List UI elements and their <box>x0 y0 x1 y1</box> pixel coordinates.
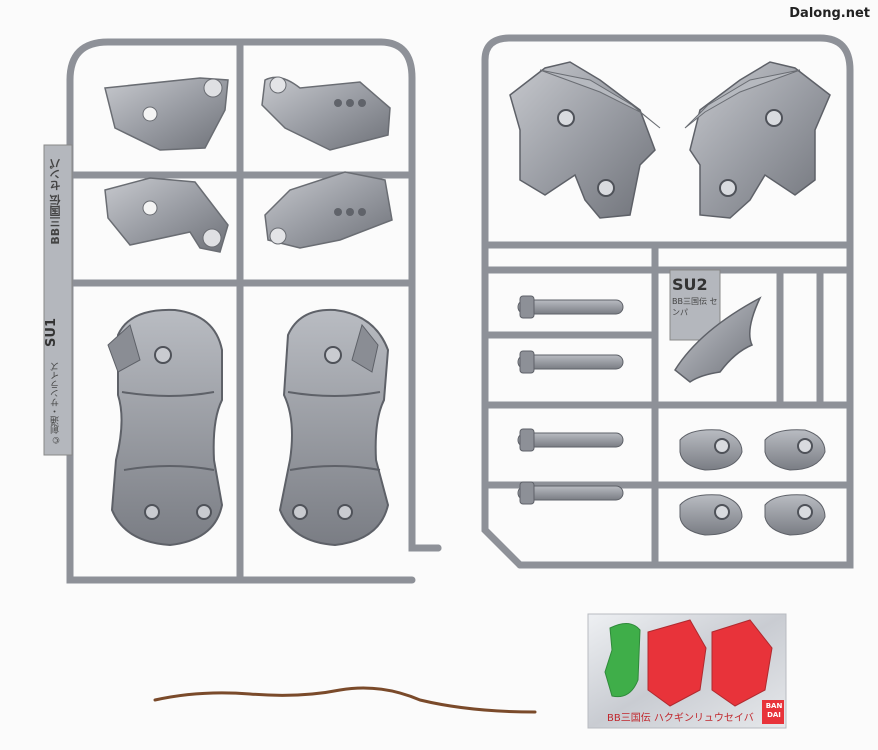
brown-wire <box>153 686 537 714</box>
part-shoulder-left-2 <box>104 177 229 253</box>
sticker-sheet <box>587 613 787 729</box>
su2-side-label: BB三国伝 センパ <box>672 297 718 317</box>
part-leg-armor-left <box>107 308 224 547</box>
part-knob-1 <box>679 429 743 471</box>
runner-su1-tag <box>43 144 73 456</box>
sticker-caption: BB三国伝 ハクギンリュウセイバ <box>607 713 754 724</box>
part-rod-4 <box>517 481 624 505</box>
su1-code-label: SU1 <box>44 318 59 347</box>
part-knob-3 <box>679 494 743 536</box>
runner-su2-tag <box>669 269 721 341</box>
part-knob-2 <box>764 429 826 471</box>
part-boot-right <box>261 76 391 151</box>
su2-code-label: SU2 <box>672 275 708 294</box>
bandai-logo: BANDAI <box>765 702 783 719</box>
part-rod-2 <box>517 350 624 374</box>
part-shoulder-left <box>104 77 229 151</box>
part-horse-head-right <box>684 61 831 219</box>
su1-copyright: ©創通・サンライズ <box>51 362 61 444</box>
part-knob-4 <box>764 494 826 536</box>
part-rod-3 <box>517 428 624 452</box>
part-leg-armor-right <box>278 308 390 547</box>
site-watermark: Dalong.net <box>789 6 870 21</box>
part-boot-right-2 <box>264 171 393 249</box>
su1-side-label: BB三国伝 センパ <box>49 158 62 245</box>
part-wing <box>674 296 762 383</box>
part-rod-1 <box>517 295 624 319</box>
runner-su2 <box>481 34 854 569</box>
part-horse-head-left <box>509 61 661 219</box>
